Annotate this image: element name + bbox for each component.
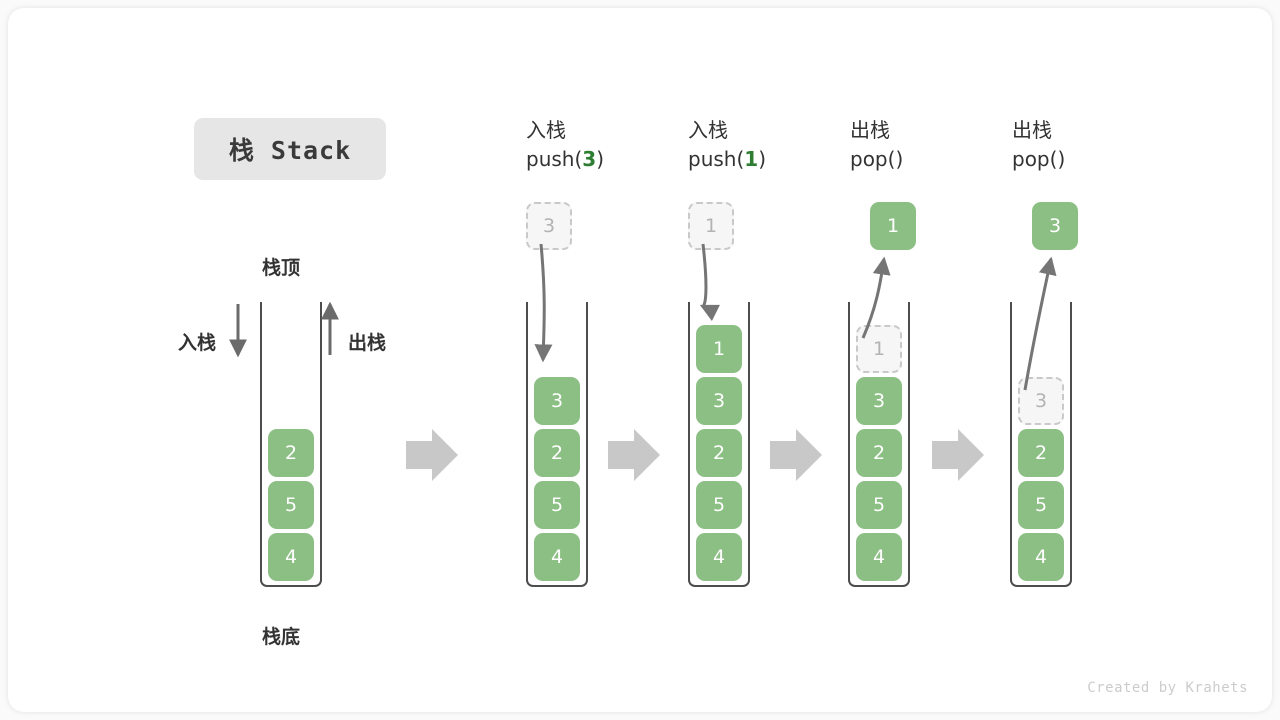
stack-tube-push-1: 4 5 2 3 1 xyxy=(688,302,750,587)
popped-value-box-1: 1 xyxy=(870,202,916,250)
code-arg: 1 xyxy=(744,147,759,171)
stack-cell: 3 xyxy=(856,377,902,425)
column-heading-push-3: 入栈 push(3) xyxy=(526,116,604,174)
heading-code: push(3) xyxy=(526,145,604,174)
heading-code: pop() xyxy=(850,145,903,174)
stack-cell: 4 xyxy=(856,533,902,581)
code-prefix: pop( xyxy=(850,147,896,171)
stack-cells-push-1: 4 5 2 3 1 xyxy=(690,321,748,581)
stack-cell: 1 xyxy=(696,325,742,373)
stack-cell: 5 xyxy=(856,481,902,529)
column-heading-pop-1: 出栈 pop() xyxy=(850,116,903,174)
code-suffix: ) xyxy=(895,147,904,171)
step-arrow xyxy=(406,429,458,481)
stack-cell-removed: 1 xyxy=(856,325,902,373)
stack-cell: 5 xyxy=(1018,481,1064,529)
incoming-value-box-3: 3 xyxy=(526,202,572,250)
stack-tube-push-3: 4 5 2 3 xyxy=(526,302,588,587)
stack-bottom-label: 栈底 xyxy=(262,626,301,648)
stack-cell: 5 xyxy=(268,481,314,529)
stack-cell-removed: 3 xyxy=(1018,377,1064,425)
code-prefix: pop( xyxy=(1012,147,1058,171)
stack-cell: 4 xyxy=(696,533,742,581)
stack-cell: 3 xyxy=(696,377,742,425)
stack-cells-initial: 4 5 2 xyxy=(262,425,320,581)
stack-cells-push-3: 4 5 2 3 xyxy=(528,373,586,581)
stack-cells-pop-1: 4 5 2 3 1 xyxy=(850,321,908,581)
stack-tube-pop-2: 4 5 2 3 xyxy=(1010,302,1072,587)
heading-code: pop() xyxy=(1012,145,1065,174)
code-suffix: ) xyxy=(596,147,605,171)
column-heading-pop-2: 出栈 pop() xyxy=(1012,116,1065,174)
code-prefix: push( xyxy=(688,147,745,171)
heading-cn: 入栈 xyxy=(526,118,566,142)
pop-direction-label: 出栈 xyxy=(348,332,387,354)
stack-tube-initial: 4 5 2 xyxy=(260,302,322,587)
stack-tube-pop-1: 4 5 2 3 1 xyxy=(848,302,910,587)
stack-cell: 4 xyxy=(1018,533,1064,581)
credit-text: Created by Krahets xyxy=(1087,680,1248,696)
heading-code: push(1) xyxy=(688,145,766,174)
heading-cn: 入栈 xyxy=(688,118,728,142)
heading-cn: 出栈 xyxy=(1012,118,1052,142)
stack-top-label: 栈顶 xyxy=(262,257,301,279)
code-suffix: ) xyxy=(1057,147,1066,171)
column-heading-push-1: 入栈 push(1) xyxy=(688,116,766,174)
diagram-card: 栈 Stack 栈顶 栈底 入栈 出栈 4 5 2 入栈 push(3) 3 4… xyxy=(8,8,1272,712)
push-motion-arrow-1 xyxy=(699,243,720,321)
stack-cell: 2 xyxy=(534,429,580,477)
stack-cell: 2 xyxy=(696,429,742,477)
heading-cn: 出栈 xyxy=(850,118,890,142)
code-arg: 3 xyxy=(582,147,597,171)
stack-cell: 3 xyxy=(534,377,580,425)
stack-cell: 5 xyxy=(534,481,580,529)
popped-value-box-3: 3 xyxy=(1032,202,1078,250)
stack-cell: 2 xyxy=(856,429,902,477)
stack-cell: 4 xyxy=(268,533,314,581)
incoming-value-box-1: 1 xyxy=(688,202,734,250)
stack-cell: 2 xyxy=(268,429,314,477)
code-prefix: push( xyxy=(526,147,583,171)
stack-cell: 5 xyxy=(696,481,742,529)
diagram-title: 栈 Stack xyxy=(194,118,386,180)
stack-cell: 4 xyxy=(534,533,580,581)
stack-cell: 2 xyxy=(1018,429,1064,477)
step-arrow xyxy=(932,429,984,481)
step-arrow xyxy=(608,429,660,481)
arrow-overlay xyxy=(229,243,1057,481)
step-arrow xyxy=(770,429,822,481)
code-suffix: ) xyxy=(758,147,767,171)
push-direction-label: 入栈 xyxy=(178,332,217,354)
stack-cells-pop-2: 4 5 2 3 xyxy=(1012,373,1070,581)
